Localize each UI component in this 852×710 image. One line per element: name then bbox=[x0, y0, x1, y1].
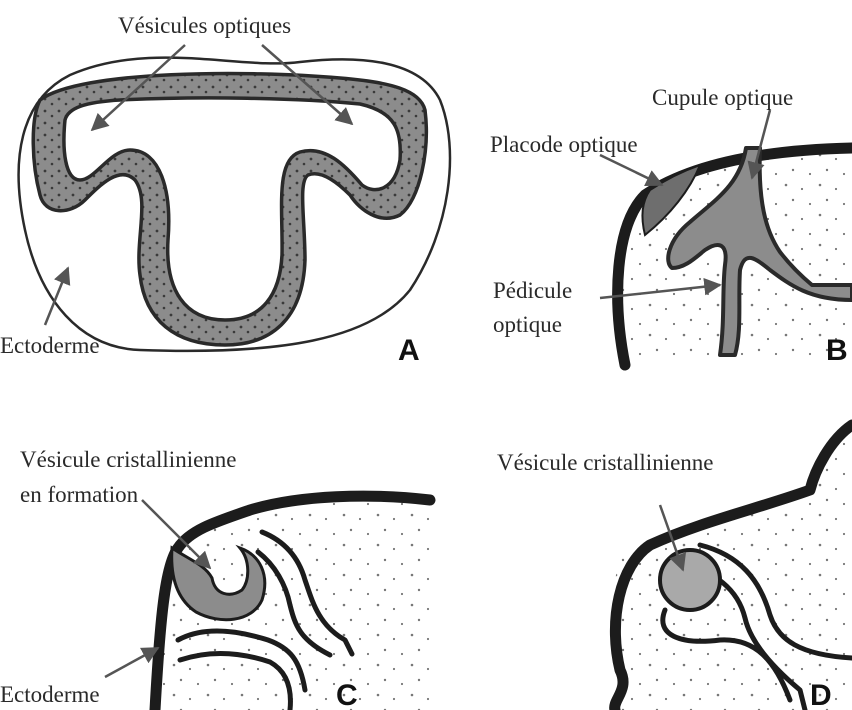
panel-c: Vésicule cristallinienne en formation Ec… bbox=[0, 447, 430, 710]
panel-label-b: B bbox=[826, 334, 848, 367]
panel-label-a: A bbox=[398, 334, 420, 367]
panel-label-c: C bbox=[336, 679, 358, 710]
lens-vesicle bbox=[660, 550, 720, 610]
panel-label-d: D bbox=[810, 679, 832, 710]
arrow-ectoderme-c bbox=[105, 648, 158, 677]
panel-b: Cupule optique Placode optique Pédicule … bbox=[490, 85, 852, 367]
arrow-placode bbox=[600, 155, 662, 185]
label-vesicule-cristallinienne-c-line2: en formation bbox=[20, 482, 139, 507]
label-vesicule-cristallinienne-c-line1: Vésicule cristallinienne bbox=[20, 447, 237, 472]
label-ectoderme-a: Ectoderme bbox=[0, 333, 100, 358]
panel-d: Vésicule cristallinienne D bbox=[497, 425, 852, 710]
label-cupule-optique: Cupule optique bbox=[652, 85, 793, 110]
label-vesicules-optiques: Vésicules optiques bbox=[118, 13, 291, 38]
label-placode-optique: Placode optique bbox=[490, 132, 638, 157]
label-pedicule-line2: optique bbox=[493, 312, 562, 337]
label-ectoderme-c: Ectoderme bbox=[0, 682, 100, 707]
panel-a: Vésicules optiques Ectoderme A bbox=[0, 13, 450, 367]
label-pedicule-line1: Pédicule bbox=[493, 278, 572, 303]
label-vesicule-cristallinienne-d: Vésicule cristallinienne bbox=[497, 450, 714, 475]
